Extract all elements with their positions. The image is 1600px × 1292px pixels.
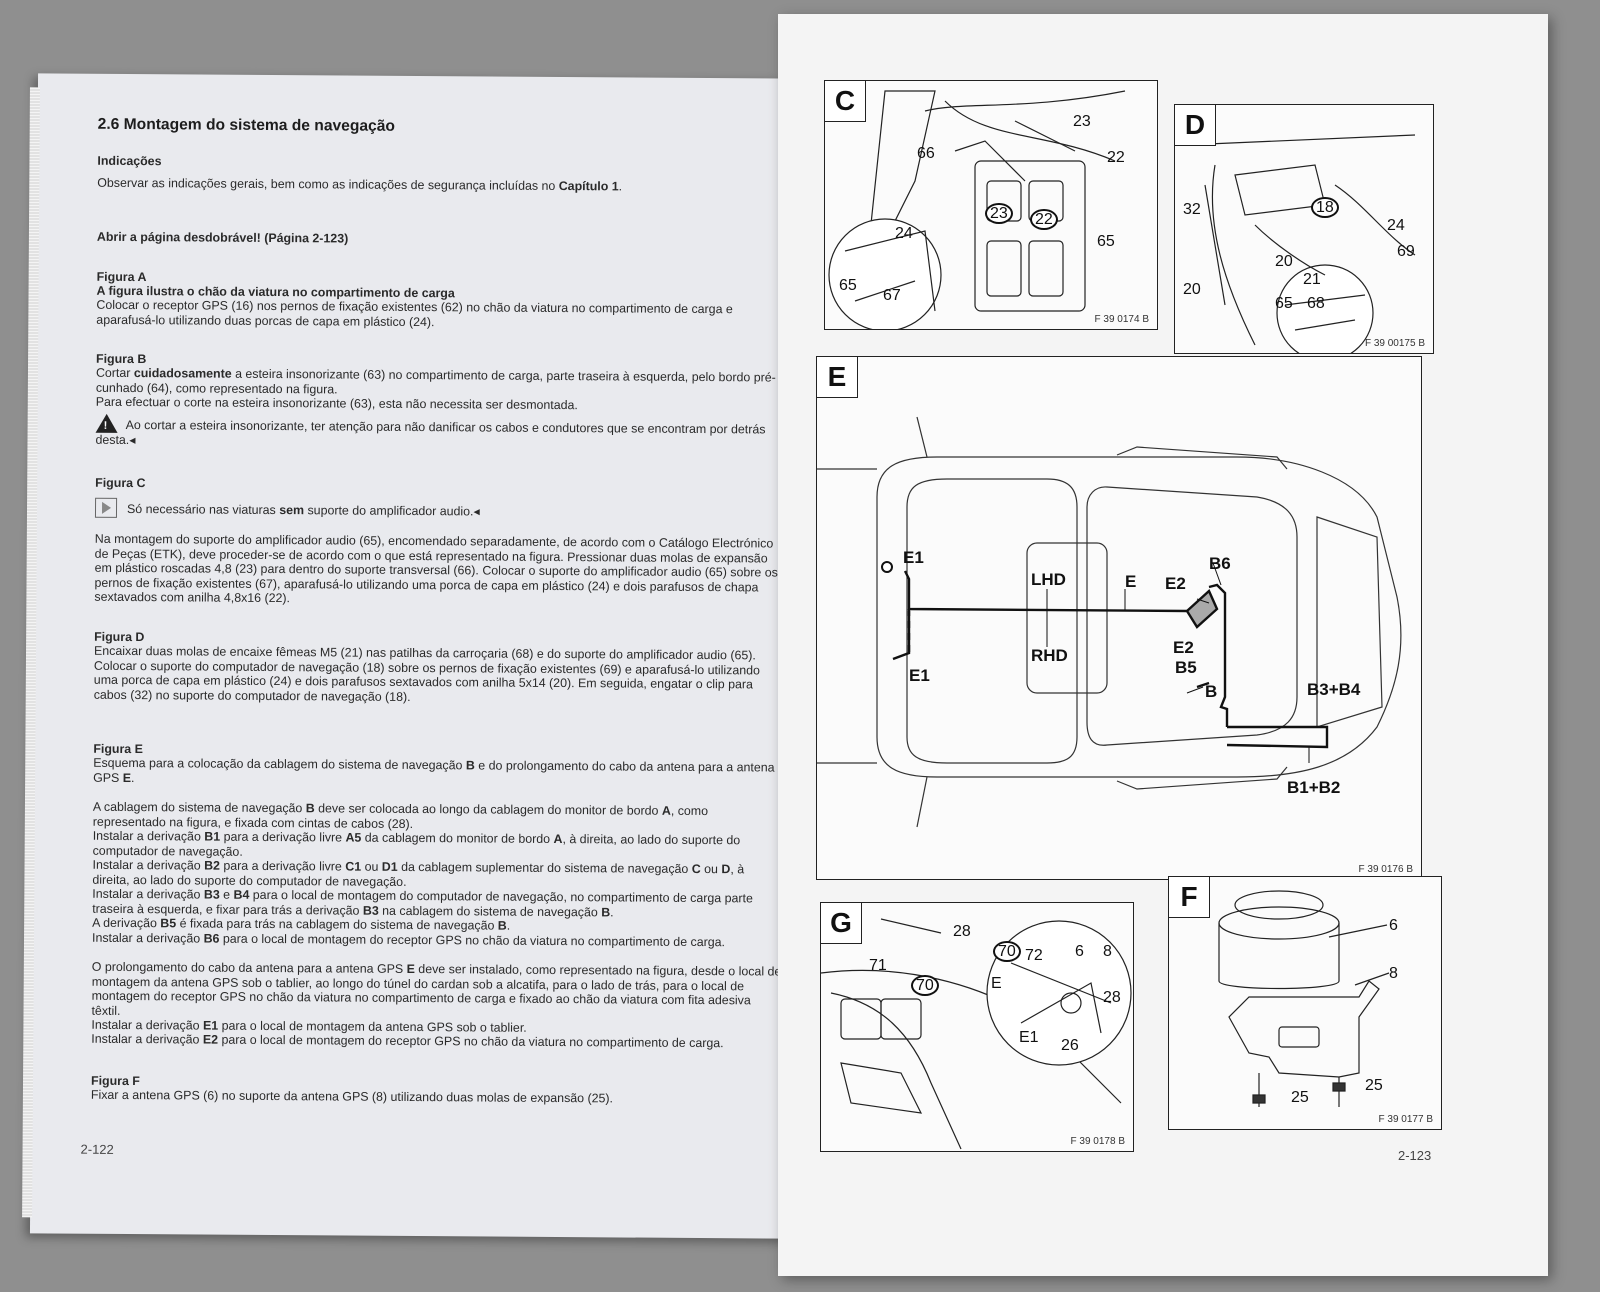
figure-g-label: 6 — [1075, 943, 1084, 960]
figure-e-code: F 39 0176 B — [1358, 864, 1413, 875]
figure-d-label: 69 — [1397, 243, 1415, 260]
figure-e: E E1 LHD E E2 B6 RHD E2 B5 E1 B B3+B4 B1… — [816, 356, 1422, 880]
figure-e-label: B6 — [1209, 554, 1231, 573]
figure-g-drawing — [821, 918, 1132, 1150]
figure-f-label: 6 — [1389, 917, 1398, 934]
figure-d: D 32 18 24 69 20 21 20 65 68 F 39 00175 … — [1174, 104, 1434, 354]
figure-d-label: 65 — [1275, 295, 1293, 312]
figure-g-label: 28 — [1103, 989, 1121, 1006]
figure-d-label: 20 — [1275, 253, 1293, 270]
section-title: 2.6 Montagem do sistema de navegação — [97, 115, 396, 135]
figure-c-label: 22 — [1030, 209, 1058, 230]
figC-heading: Figura C — [95, 475, 146, 491]
left-page: 2.6 Montagem do sistema de navegação Ind… — [22, 73, 799, 1239]
figC-note: Só necessário nas viaturas sem suporte d… — [94, 497, 785, 523]
figure-c-drawing — [828, 90, 1126, 329]
figure-d-label: 24 — [1387, 217, 1405, 234]
figure-f: F 6 8 25 25 F 39 0177 B — [1168, 876, 1442, 1130]
figE-p1: Esquema para a colocação da cablagem do … — [93, 755, 775, 785]
figD-text: Encaixar duas molas de encaixe fêmeas M5… — [93, 643, 761, 704]
figure-c: C 23 22 66 23 22 24 65 65 67 F 39 0174 B — [824, 80, 1158, 330]
abrir-text: Abrir a página desdobrável! (Página 2-12… — [96, 229, 349, 246]
figure-g-label: E1 — [1019, 1029, 1039, 1046]
figure-c-label: 66 — [917, 145, 935, 162]
figure-e-label: E1 — [903, 548, 924, 567]
figA-text: Colocar o receptor GPS (16) nos pernos d… — [96, 297, 733, 329]
figure-e-label: B3+B4 — [1307, 680, 1361, 699]
figure-g-label: 70 — [911, 975, 939, 996]
figure-d-letter: D — [1175, 105, 1216, 146]
figure-e-label: E — [1125, 572, 1137, 591]
figure-g-code: F 39 0178 B — [1070, 1136, 1125, 1147]
figure-c-label: 67 — [883, 287, 901, 304]
figB-warning: Ao cortar a esteira insonorizante, ter a… — [95, 413, 785, 452]
left-page-edge — [22, 87, 40, 1218]
figure-c-letter: C — [825, 81, 866, 122]
figure-d-label: 68 — [1307, 295, 1325, 312]
figure-c-label: 65 — [839, 277, 857, 294]
figure-e-label: B — [1205, 682, 1218, 701]
figure-e-label: E2 — [1165, 574, 1186, 593]
figure-g-label: E — [991, 975, 1002, 992]
figure-d-drawing — [1184, 134, 1416, 353]
figure-g-label: 28 — [953, 923, 971, 940]
note-play-icon — [94, 497, 118, 518]
figure-f-label: 8 — [1389, 965, 1398, 982]
left-page-number: 2-122 — [80, 1141, 114, 1157]
figure-e-label: RHD — [1031, 646, 1068, 665]
indicacoes-text: Observar as indicações gerais, bem como … — [97, 175, 623, 194]
figure-e-label: LHD — [1031, 570, 1066, 589]
figure-e-drawing — [817, 416, 1402, 828]
figure-d-label: 20 — [1183, 281, 1201, 298]
warning-icon — [95, 413, 118, 433]
figure-e-label: B1+B2 — [1287, 778, 1341, 797]
right-page: C 23 22 66 23 22 24 65 65 67 F 39 0174 B — [778, 14, 1548, 1276]
figure-e-label: B5 — [1175, 658, 1197, 677]
figure-g: G 28 70 72 6 8 71 70 E 28 E1 26 F 39 017… — [820, 902, 1134, 1152]
figure-g-label: 26 — [1061, 1037, 1079, 1054]
figure-d-label: 18 — [1311, 197, 1339, 218]
figure-f-letter: F — [1169, 877, 1210, 918]
figure-g-label: 71 — [869, 957, 887, 974]
figure-e-letter: E — [817, 357, 858, 398]
figure-f-label: 25 — [1365, 1077, 1383, 1094]
figure-f-label: 25 — [1291, 1089, 1309, 1106]
figure-c-label: 65 — [1097, 233, 1115, 250]
figure-d-label: 21 — [1303, 271, 1321, 288]
figure-g-label: 8 — [1103, 943, 1112, 960]
figure-g-label: 70 — [993, 941, 1021, 962]
figure-d-code: F 39 00175 B — [1364, 338, 1425, 349]
figure-e-label: E1 — [909, 666, 930, 685]
figure-c-label: 23 — [1073, 113, 1091, 130]
figure-c-label: 23 — [985, 203, 1013, 224]
figure-f-code: F 39 0177 B — [1378, 1114, 1433, 1125]
figure-g-letter: G — [821, 903, 862, 944]
figure-e-label: E2 — [1173, 638, 1194, 657]
indicacoes-heading: Indicações — [97, 153, 162, 169]
right-page-number: 2-123 — [1398, 1148, 1432, 1163]
figure-f-drawing — [1218, 890, 1390, 1107]
figure-c-label: 24 — [895, 225, 913, 242]
figure-d-label: 32 — [1183, 201, 1201, 218]
figure-c-code: F 39 0174 B — [1094, 314, 1149, 325]
figE-p8: O prolongamento do cabo da antena para a… — [91, 959, 782, 1018]
figure-g-label: 72 — [1025, 947, 1043, 964]
figure-c-label: 22 — [1107, 149, 1125, 166]
figC-text: Na montagem do suporte do amplificador a… — [94, 531, 778, 606]
